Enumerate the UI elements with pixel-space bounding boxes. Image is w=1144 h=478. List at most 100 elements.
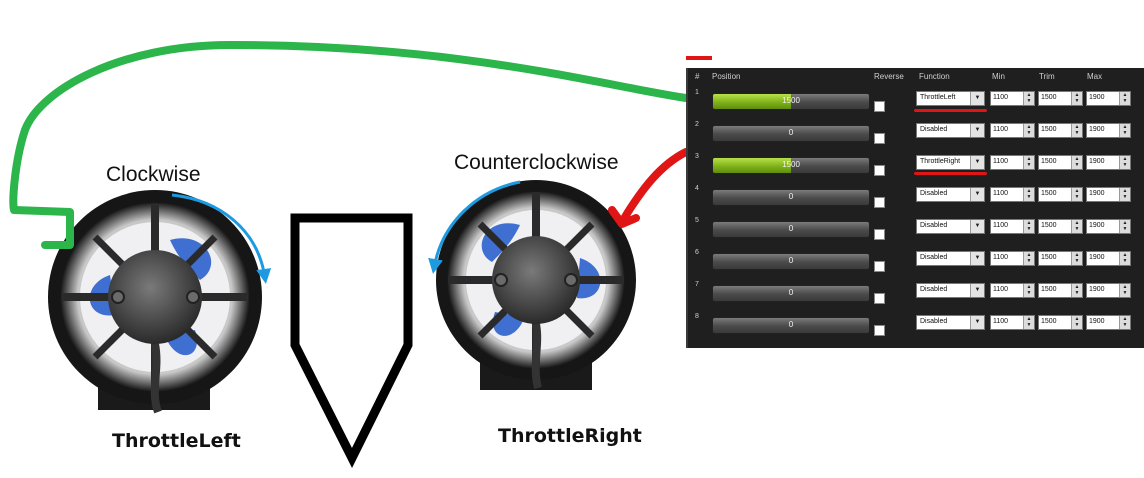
spinner-icon[interactable]: ▲▼ <box>1071 316 1082 329</box>
position-value: 0 <box>788 288 794 297</box>
min-value: 1100 <box>993 126 1009 133</box>
chevron-down-icon[interactable]: ▼ <box>970 252 984 265</box>
function-select[interactable]: Disabled▼ <box>916 219 985 234</box>
trim-value: 1500 <box>1041 318 1057 325</box>
trim-input[interactable]: 1500▲▼ <box>1038 283 1083 298</box>
trim-input[interactable]: 1500▲▼ <box>1038 91 1083 106</box>
position-bar: 0 <box>712 285 870 302</box>
spinner-icon[interactable]: ▲▼ <box>1119 124 1130 137</box>
max-input[interactable]: 1900▲▼ <box>1086 315 1131 330</box>
function-select[interactable]: Disabled▼ <box>916 251 985 266</box>
max-input[interactable]: 1900▲▼ <box>1086 187 1131 202</box>
position-bar: 0 <box>712 125 870 142</box>
spinner-icon[interactable]: ▲▼ <box>1119 252 1130 265</box>
spinner-icon[interactable]: ▲▼ <box>1071 252 1082 265</box>
spinner-icon[interactable]: ▲▼ <box>1023 252 1034 265</box>
spinner-icon[interactable]: ▲▼ <box>1071 284 1082 297</box>
header-max: Max <box>1087 72 1103 81</box>
trim-value: 1500 <box>1041 158 1057 165</box>
trim-input[interactable]: 1500 ▲▼ <box>1038 251 1083 266</box>
function-select[interactable]: Disabled▼ <box>916 187 985 202</box>
min-input[interactable]: 1100▲▼ <box>990 315 1035 330</box>
spinner-icon[interactable]: ▲▼ <box>1023 124 1034 137</box>
trim-value: 1500 <box>1041 190 1057 197</box>
spinner-icon[interactable]: ▲▼ <box>1071 188 1082 201</box>
output-number: 1 <box>695 89 699 96</box>
function-select[interactable]: Disabled▼ <box>916 315 985 330</box>
max-input[interactable]: 1900 ▲▼ <box>1086 155 1131 170</box>
trim-input[interactable]: 1500 ▲▼ <box>1038 219 1083 234</box>
trim-input[interactable]: 1500▲▼ <box>1038 123 1083 138</box>
min-input[interactable]: 1100▲▼ <box>990 187 1035 202</box>
position-value: 0 <box>788 256 794 265</box>
spinner-icon[interactable]: ▲▼ <box>1023 284 1034 297</box>
max-input[interactable]: 1900▲▼ <box>1086 219 1131 234</box>
header-position: Position <box>712 72 741 81</box>
counterclockwise-label: Counterclockwise <box>454 151 619 174</box>
function-select[interactable]: Disabled▼ <box>916 123 985 138</box>
position-value: 0 <box>788 320 794 329</box>
max-input[interactable]: 1900▲▼ <box>1086 123 1131 138</box>
spinner-icon[interactable]: ▲▼ <box>1071 92 1082 105</box>
spinner-icon[interactable]: ▲▼ <box>1119 188 1130 201</box>
max-value: 1900 <box>1089 158 1105 165</box>
min-input[interactable]: 1100▲▼ <box>990 91 1035 106</box>
position-bar: 1500 <box>712 157 870 174</box>
max-input[interactable]: 1900 ▲▼ <box>1086 91 1131 106</box>
counterclockwise-arrow-icon <box>428 180 521 274</box>
position-value: 0 <box>788 224 794 233</box>
chevron-down-icon[interactable]: ▼ <box>970 156 984 169</box>
reverse-checkbox[interactable] <box>874 101 885 112</box>
spinner-icon[interactable]: ▲▼ <box>1071 124 1082 137</box>
max-input[interactable]: 1900▲▼ <box>1086 251 1131 266</box>
max-input[interactable]: 1900▲▼ <box>1086 283 1131 298</box>
function-select[interactable]: Disabled▼ <box>916 283 985 298</box>
reverse-checkbox[interactable] <box>874 165 885 176</box>
function-select[interactable]: ThrottleRight▼ <box>916 155 985 170</box>
reverse-checkbox[interactable] <box>874 325 885 336</box>
output-number: 6 <box>695 249 699 256</box>
trim-value: 1500 <box>1041 222 1057 229</box>
min-input[interactable]: 1100▲▼ <box>990 283 1035 298</box>
spinner-icon[interactable]: ▲▼ <box>1023 220 1034 233</box>
spinner-icon[interactable]: ▲▼ <box>1119 156 1130 169</box>
trim-input[interactable]: 1500 ▲▼ <box>1038 187 1083 202</box>
min-input[interactable]: 1100▲▼ <box>990 155 1035 170</box>
chevron-down-icon[interactable]: ▼ <box>970 316 984 329</box>
chevron-down-icon[interactable]: ▼ <box>970 220 984 233</box>
position-bar-fill <box>713 158 791 173</box>
reverse-checkbox[interactable] <box>874 261 885 272</box>
spinner-icon[interactable]: ▲▼ <box>1071 156 1082 169</box>
reverse-checkbox[interactable] <box>874 197 885 208</box>
function-value: ThrottleLeft <box>920 94 956 101</box>
chevron-down-icon[interactable]: ▼ <box>970 188 984 201</box>
function-select[interactable]: ThrottleLeft ▼ <box>916 91 985 106</box>
spinner-icon[interactable]: ▲▼ <box>1119 220 1130 233</box>
throttle-left-label: ThrottleLeft <box>112 430 241 452</box>
min-value: 1100 <box>993 254 1009 261</box>
spinner-icon[interactable]: ▲▼ <box>1071 220 1082 233</box>
spinner-icon[interactable]: ▲▼ <box>1119 92 1130 105</box>
reverse-checkbox[interactable] <box>874 229 885 240</box>
trim-input[interactable]: 1500 ▲▼ <box>1038 315 1083 330</box>
chevron-down-icon[interactable]: ▼ <box>970 92 984 105</box>
spinner-icon[interactable]: ▲▼ <box>1023 188 1034 201</box>
function-underline-1 <box>914 109 987 112</box>
spinner-icon[interactable]: ▲▼ <box>1119 316 1130 329</box>
spinner-icon[interactable]: ▲▼ <box>1023 156 1034 169</box>
min-input[interactable]: 1100▲▼ <box>990 219 1035 234</box>
chevron-down-icon[interactable]: ▼ <box>970 284 984 297</box>
min-input[interactable]: 1100 ▲▼ <box>990 123 1035 138</box>
reverse-checkbox[interactable] <box>874 133 885 144</box>
header-num: # <box>695 72 700 81</box>
min-input[interactable]: 1100 ▲▼ <box>990 251 1035 266</box>
spinner-icon[interactable]: ▲▼ <box>1023 92 1034 105</box>
max-value: 1900 <box>1089 94 1105 101</box>
spinner-icon[interactable]: ▲▼ <box>1023 316 1034 329</box>
trim-value: 1500 <box>1041 254 1057 261</box>
trim-input[interactable]: 1500 ▲▼ <box>1038 155 1083 170</box>
chevron-down-icon[interactable]: ▼ <box>970 124 984 137</box>
reverse-checkbox[interactable] <box>874 293 885 304</box>
spinner-icon[interactable]: ▲▼ <box>1119 284 1130 297</box>
